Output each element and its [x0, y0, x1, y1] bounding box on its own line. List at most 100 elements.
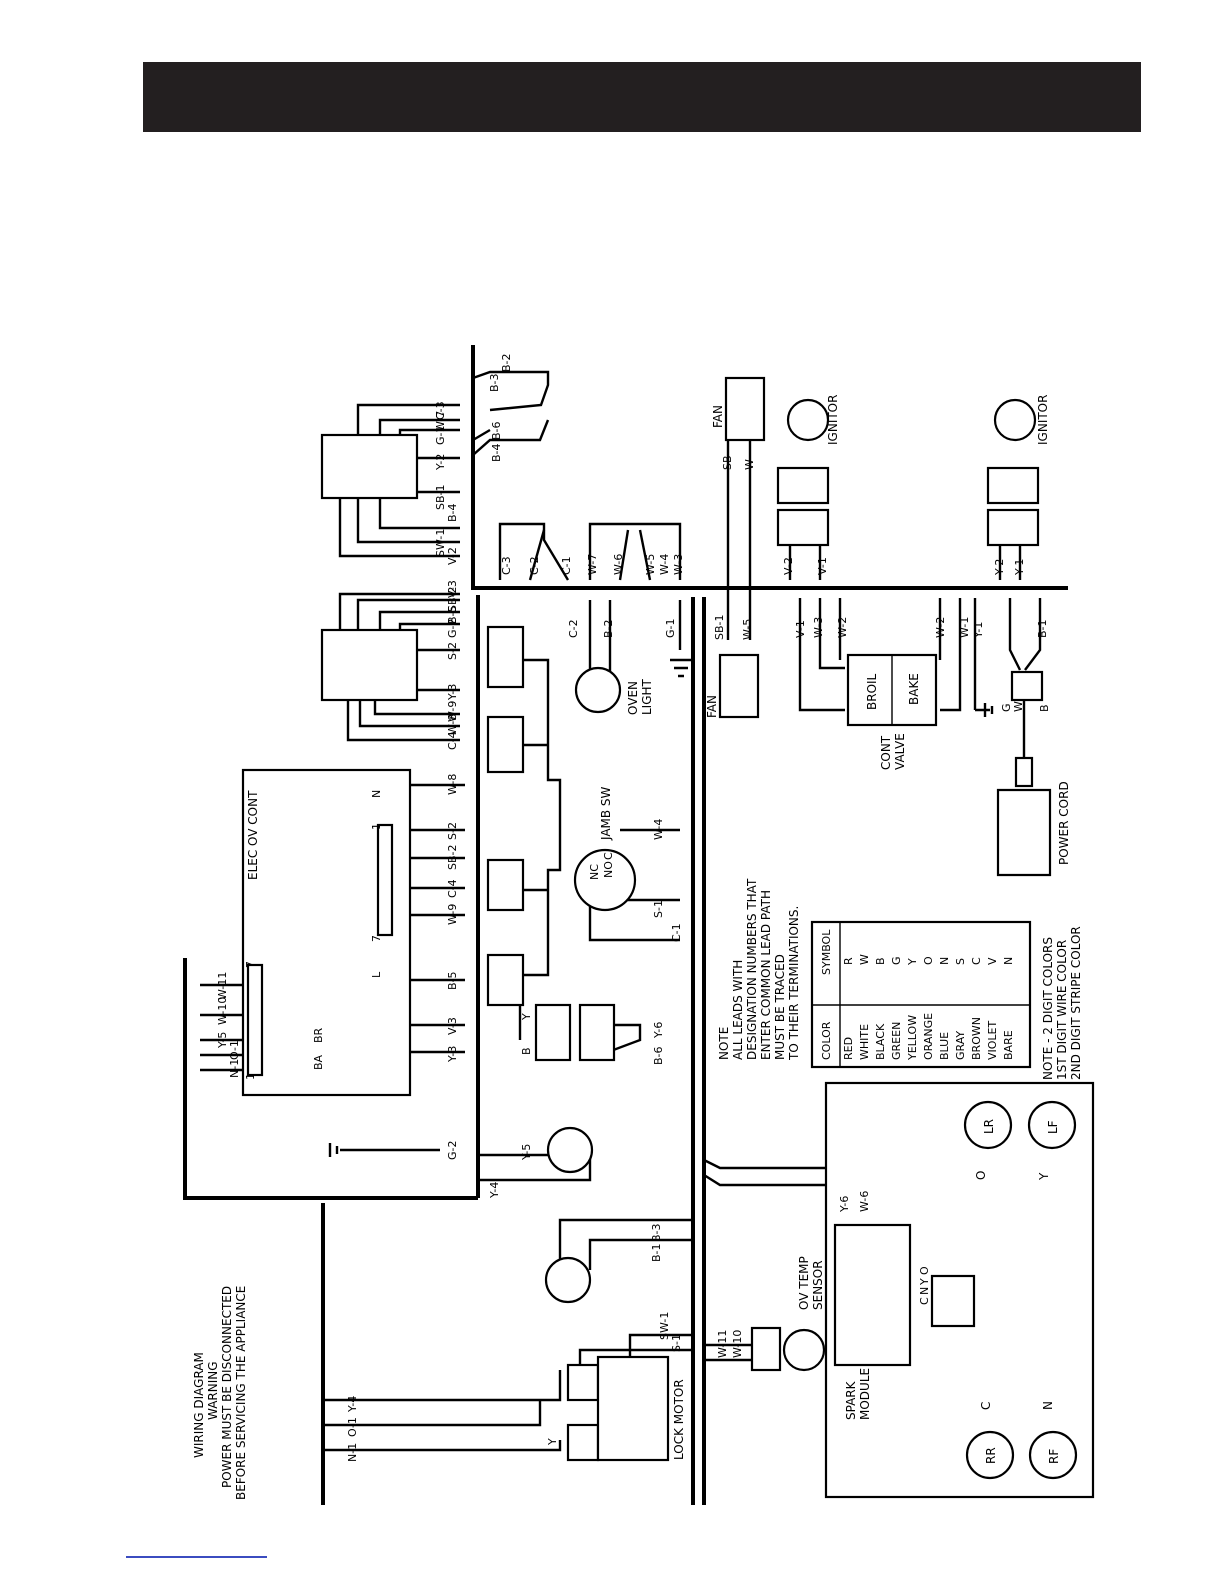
wire-label: W-10 — [731, 1330, 744, 1358]
color-table-color: BARE — [1002, 1030, 1015, 1060]
wire-label: V-2 — [782, 557, 795, 575]
wire-label: N-1 — [228, 1059, 241, 1078]
power-cord-plug — [996, 670, 1052, 877]
wire-label: Y-1 — [972, 622, 985, 639]
footer-link-underline[interactable] — [126, 1556, 267, 1558]
wire-label: Y-3 — [446, 1046, 459, 1063]
wire-label: C-4 — [446, 879, 459, 898]
color-table-color: WHITE — [858, 1024, 871, 1060]
pin-label: L — [370, 971, 383, 978]
color-table-color: BLUE — [938, 1032, 951, 1060]
wire-label: W-7 — [434, 411, 447, 432]
wire-label: G-2 — [446, 1141, 459, 1161]
header-bar — [143, 62, 1141, 132]
pin-label: 1 — [244, 1073, 257, 1080]
relay-blocks — [486, 625, 525, 1007]
wire-label: W-3 — [672, 554, 685, 575]
wire-label: W-11 — [716, 1330, 729, 1358]
wire-label: N-1 — [346, 1443, 359, 1462]
wire-label: W-6 — [858, 1191, 871, 1212]
color-table-color: BROWN — [970, 1017, 983, 1060]
wire-label: B-3 — [488, 373, 501, 392]
wire-label: S-2 — [446, 822, 459, 840]
wire-label: G-2 — [446, 619, 459, 639]
title-line-2: WARNING — [206, 1361, 220, 1420]
wire-label: W-11 — [216, 972, 229, 1000]
wire-label: V-2 — [446, 547, 459, 565]
color-table-color: VIOLET — [986, 1020, 999, 1060]
pin-label: BA — [312, 1054, 325, 1070]
wire-label: G — [1000, 703, 1013, 712]
wire-label: G-1 — [664, 619, 677, 639]
color-table-symbol: W — [858, 954, 871, 965]
note-line: TO THEIR TERMINATIONS. — [787, 906, 801, 1061]
wire-label: V-3 — [446, 580, 459, 598]
wire-label: C-2 — [567, 619, 580, 638]
color-table-symbol: R — [842, 957, 855, 965]
broil-label: BROIL — [865, 673, 879, 710]
note-line: DESIGNATION NUMBERS THAT — [745, 878, 759, 1060]
cont-valve — [846, 653, 938, 727]
ignitor-top — [776, 398, 830, 547]
wire-label: Y-2 — [993, 559, 1006, 576]
color-table-symbol: O — [922, 956, 935, 965]
note2-block: NOTE - 2 DIGIT COLORS 1ST DIGIT WIRE COL… — [1041, 926, 1083, 1080]
wire-label: C — [918, 1297, 931, 1305]
color-table-grid — [810, 920, 1032, 1069]
color-table-color: BLACK — [874, 1023, 887, 1060]
wire-label: Y-1 — [1013, 559, 1026, 576]
ignitor-bottom — [986, 398, 1040, 547]
oven-light — [574, 666, 622, 714]
jamb-switch — [573, 848, 637, 912]
wire-label: NC — [588, 864, 601, 880]
wire-label: Y-4 — [488, 1182, 501, 1199]
wire-label: Y-6 — [652, 1022, 665, 1039]
wire-label: W-6 — [612, 554, 625, 575]
pin-label: 1 — [370, 823, 383, 830]
component-labels: LOCK MOTOR ELEC OV CONT OVEN LIGHT JAMB … — [246, 395, 1071, 1464]
note-line: ENTER COMMON LEAD PATH — [759, 890, 773, 1060]
wire-label: Y — [520, 1013, 533, 1021]
fan-label-top: FAN — [711, 405, 725, 428]
wire-label: N — [918, 1287, 931, 1295]
burner-wire-n: N — [1041, 1401, 1055, 1410]
color-table-color: YELLOW — [906, 1015, 919, 1061]
cont-valve-label-1: CONT — [879, 735, 893, 770]
wire-label: O-1 — [228, 1040, 241, 1060]
power-cord-label: POWER CORD — [1057, 781, 1071, 865]
wire-label: SB-2 — [446, 587, 459, 613]
wire-label: B — [520, 1047, 533, 1055]
wire-labels: B-2 B-3 B-6 B-4 C-3 W-7 G-1 Y-2 SB-1 B-4… — [216, 353, 1051, 1462]
color-table-symbol: Y — [906, 958, 919, 966]
wire-label: W — [743, 459, 756, 470]
wire-label: O — [918, 1266, 931, 1275]
wire-label: Y-5 — [216, 1032, 229, 1049]
wire-label: W-2 — [934, 617, 947, 638]
wire-label: Y-5 — [520, 1144, 533, 1161]
burner-wire-c: C — [979, 1402, 993, 1410]
wire-label: SB-1 — [434, 485, 447, 511]
elec-ov-cont-box — [241, 768, 412, 1097]
wire-label: C-2 — [528, 556, 541, 575]
pin-label: 7 — [370, 935, 383, 942]
ignitor-bottom-label: IGNITOR — [1036, 395, 1050, 445]
wire-label: O-1 — [346, 1417, 359, 1437]
wire-label: Y-3 — [446, 684, 459, 701]
color-table-symbol: S — [954, 958, 967, 965]
wire-label: C-3 — [500, 556, 513, 575]
note-block: NOTE ALL LEADS WITH DESIGNATION NUMBERS … — [717, 878, 801, 1061]
wire-label: NO — [602, 861, 615, 878]
note-line: MUST BE TRACED — [773, 954, 787, 1060]
wire-label: B-6 — [652, 1046, 665, 1065]
wire-label: B-3 — [650, 1223, 663, 1242]
wire-label: B-2 — [602, 619, 615, 638]
wire-label: Y-2 — [434, 454, 447, 471]
color-table-header: SYMBOL — [820, 929, 833, 975]
pin-label: N — [370, 790, 383, 798]
bake-label: BAKE — [907, 673, 921, 705]
wire-label: B-1 — [650, 1243, 663, 1262]
wire-label: B-4 — [446, 503, 459, 522]
spark-module-box — [824, 1081, 1095, 1499]
wire-label: V-1 — [794, 620, 807, 638]
wire-label: W-7 — [586, 554, 599, 575]
